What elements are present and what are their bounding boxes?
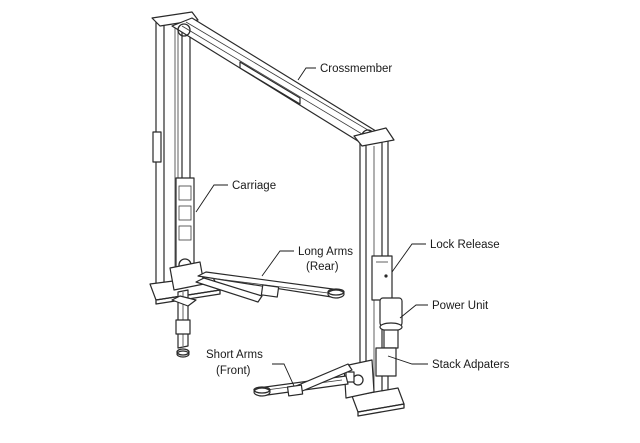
callout-leaders [195,67,428,387]
label-carriage: Carriage [232,180,276,192]
label-lock-release: Lock Release [430,239,500,251]
front-left-arm [171,289,197,358]
short-arm-front [253,363,353,397]
label-crossmember: Crossmember [320,63,392,75]
label-long-arms-rear: (Rear) [306,261,339,273]
long-arm-rear [195,271,345,303]
label-stack-adapters: Stack Adpaters [432,359,510,371]
crossmember [171,17,385,147]
callout-labels: Crossmember Carriage Long Arms (Rear) Lo… [206,63,510,377]
label-short-arms-front: (Front) [216,365,251,377]
label-long-arms: Long Arms [298,246,353,258]
power-unit [375,297,403,377]
carriage [169,177,205,291]
label-power-unit: Power Unit [432,300,489,312]
lock-release [371,255,393,301]
label-short-arms: Short Arms [206,349,263,361]
